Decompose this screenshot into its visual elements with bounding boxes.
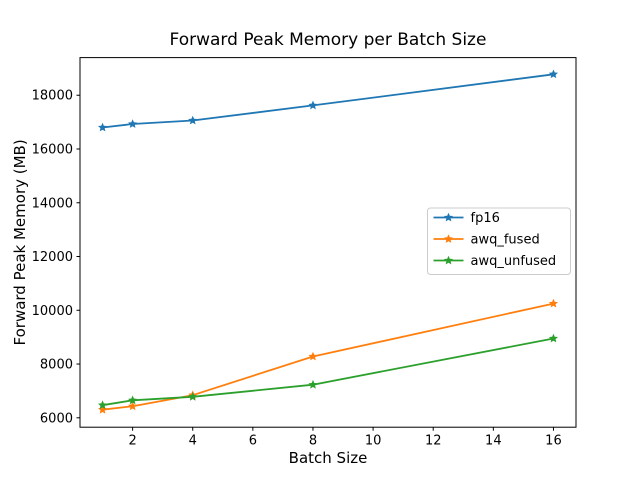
y-tick-label: 8000: [40, 358, 73, 373]
x-tick-label: 4: [189, 434, 197, 449]
legend-box: [427, 207, 571, 275]
series-line-awq_fused: [101, 302, 555, 411]
series-marker-fp16: [128, 119, 138, 128]
legend-label-fp16: fp16: [471, 211, 500, 226]
y-tick-label: 12000: [32, 250, 73, 265]
legend-marker-awq_unfused: [443, 255, 454, 265]
series-marker-awq_unfused: [97, 400, 108, 410]
series-marker-fp16: [188, 115, 198, 125]
series-marker-awq_fused: [308, 351, 318, 361]
series-marker-fp16: [548, 69, 559, 79]
plot-area: 2 4 6 8 10 12 14 16 6000 8000 10000 12000 14000 16000…: [32, 57, 577, 449]
y-tick-label: 14000: [32, 196, 73, 211]
axes-frame: [79, 57, 577, 428]
legend-label-awq_fused: awq_fused: [471, 233, 540, 248]
y-axis-label: Forward Peak Memory (MB): [11, 139, 29, 345]
series-marker-awq_unfused: [548, 333, 559, 343]
series-line-fp16: [101, 73, 555, 129]
legend: fp16 awq_fused awq_unfused: [427, 207, 571, 275]
legend-label-awq_unfused: awq_unfused: [471, 254, 557, 269]
series-marker-fp16: [97, 122, 108, 132]
y-tick-label: 18000: [32, 89, 73, 104]
series-line-awq_unfused: [101, 337, 555, 407]
legend-marker-fp16: [443, 212, 454, 222]
series-marker-awq_fused: [97, 404, 108, 414]
series-marker-fp16: [308, 100, 318, 110]
y-tick-label: 10000: [32, 304, 73, 319]
x-tick-label: 8: [309, 434, 317, 449]
x-tick-label: 12: [425, 434, 442, 449]
x-axis-label: Batch Size: [289, 449, 368, 467]
chart-title: Forward Peak Memory per Batch Size: [170, 30, 487, 50]
x-tick-label: 14: [485, 434, 502, 449]
x-tick-label: 2: [128, 434, 136, 449]
x-tick-label: 6: [249, 434, 257, 449]
series-marker-awq_fused: [548, 298, 559, 308]
y-tick-label: 16000: [32, 142, 73, 157]
legend-marker-awq_fused: [443, 234, 454, 243]
series-marker-awq_unfused: [188, 392, 198, 401]
series-marker-awq_unfused: [128, 395, 138, 405]
x-tick-label: 10: [365, 434, 382, 449]
x-tick-label: 16: [545, 434, 562, 449]
y-tick-label: 6000: [40, 411, 73, 426]
series-marker-awq_fused: [128, 401, 138, 411]
series-marker-awq_unfused: [308, 379, 318, 389]
